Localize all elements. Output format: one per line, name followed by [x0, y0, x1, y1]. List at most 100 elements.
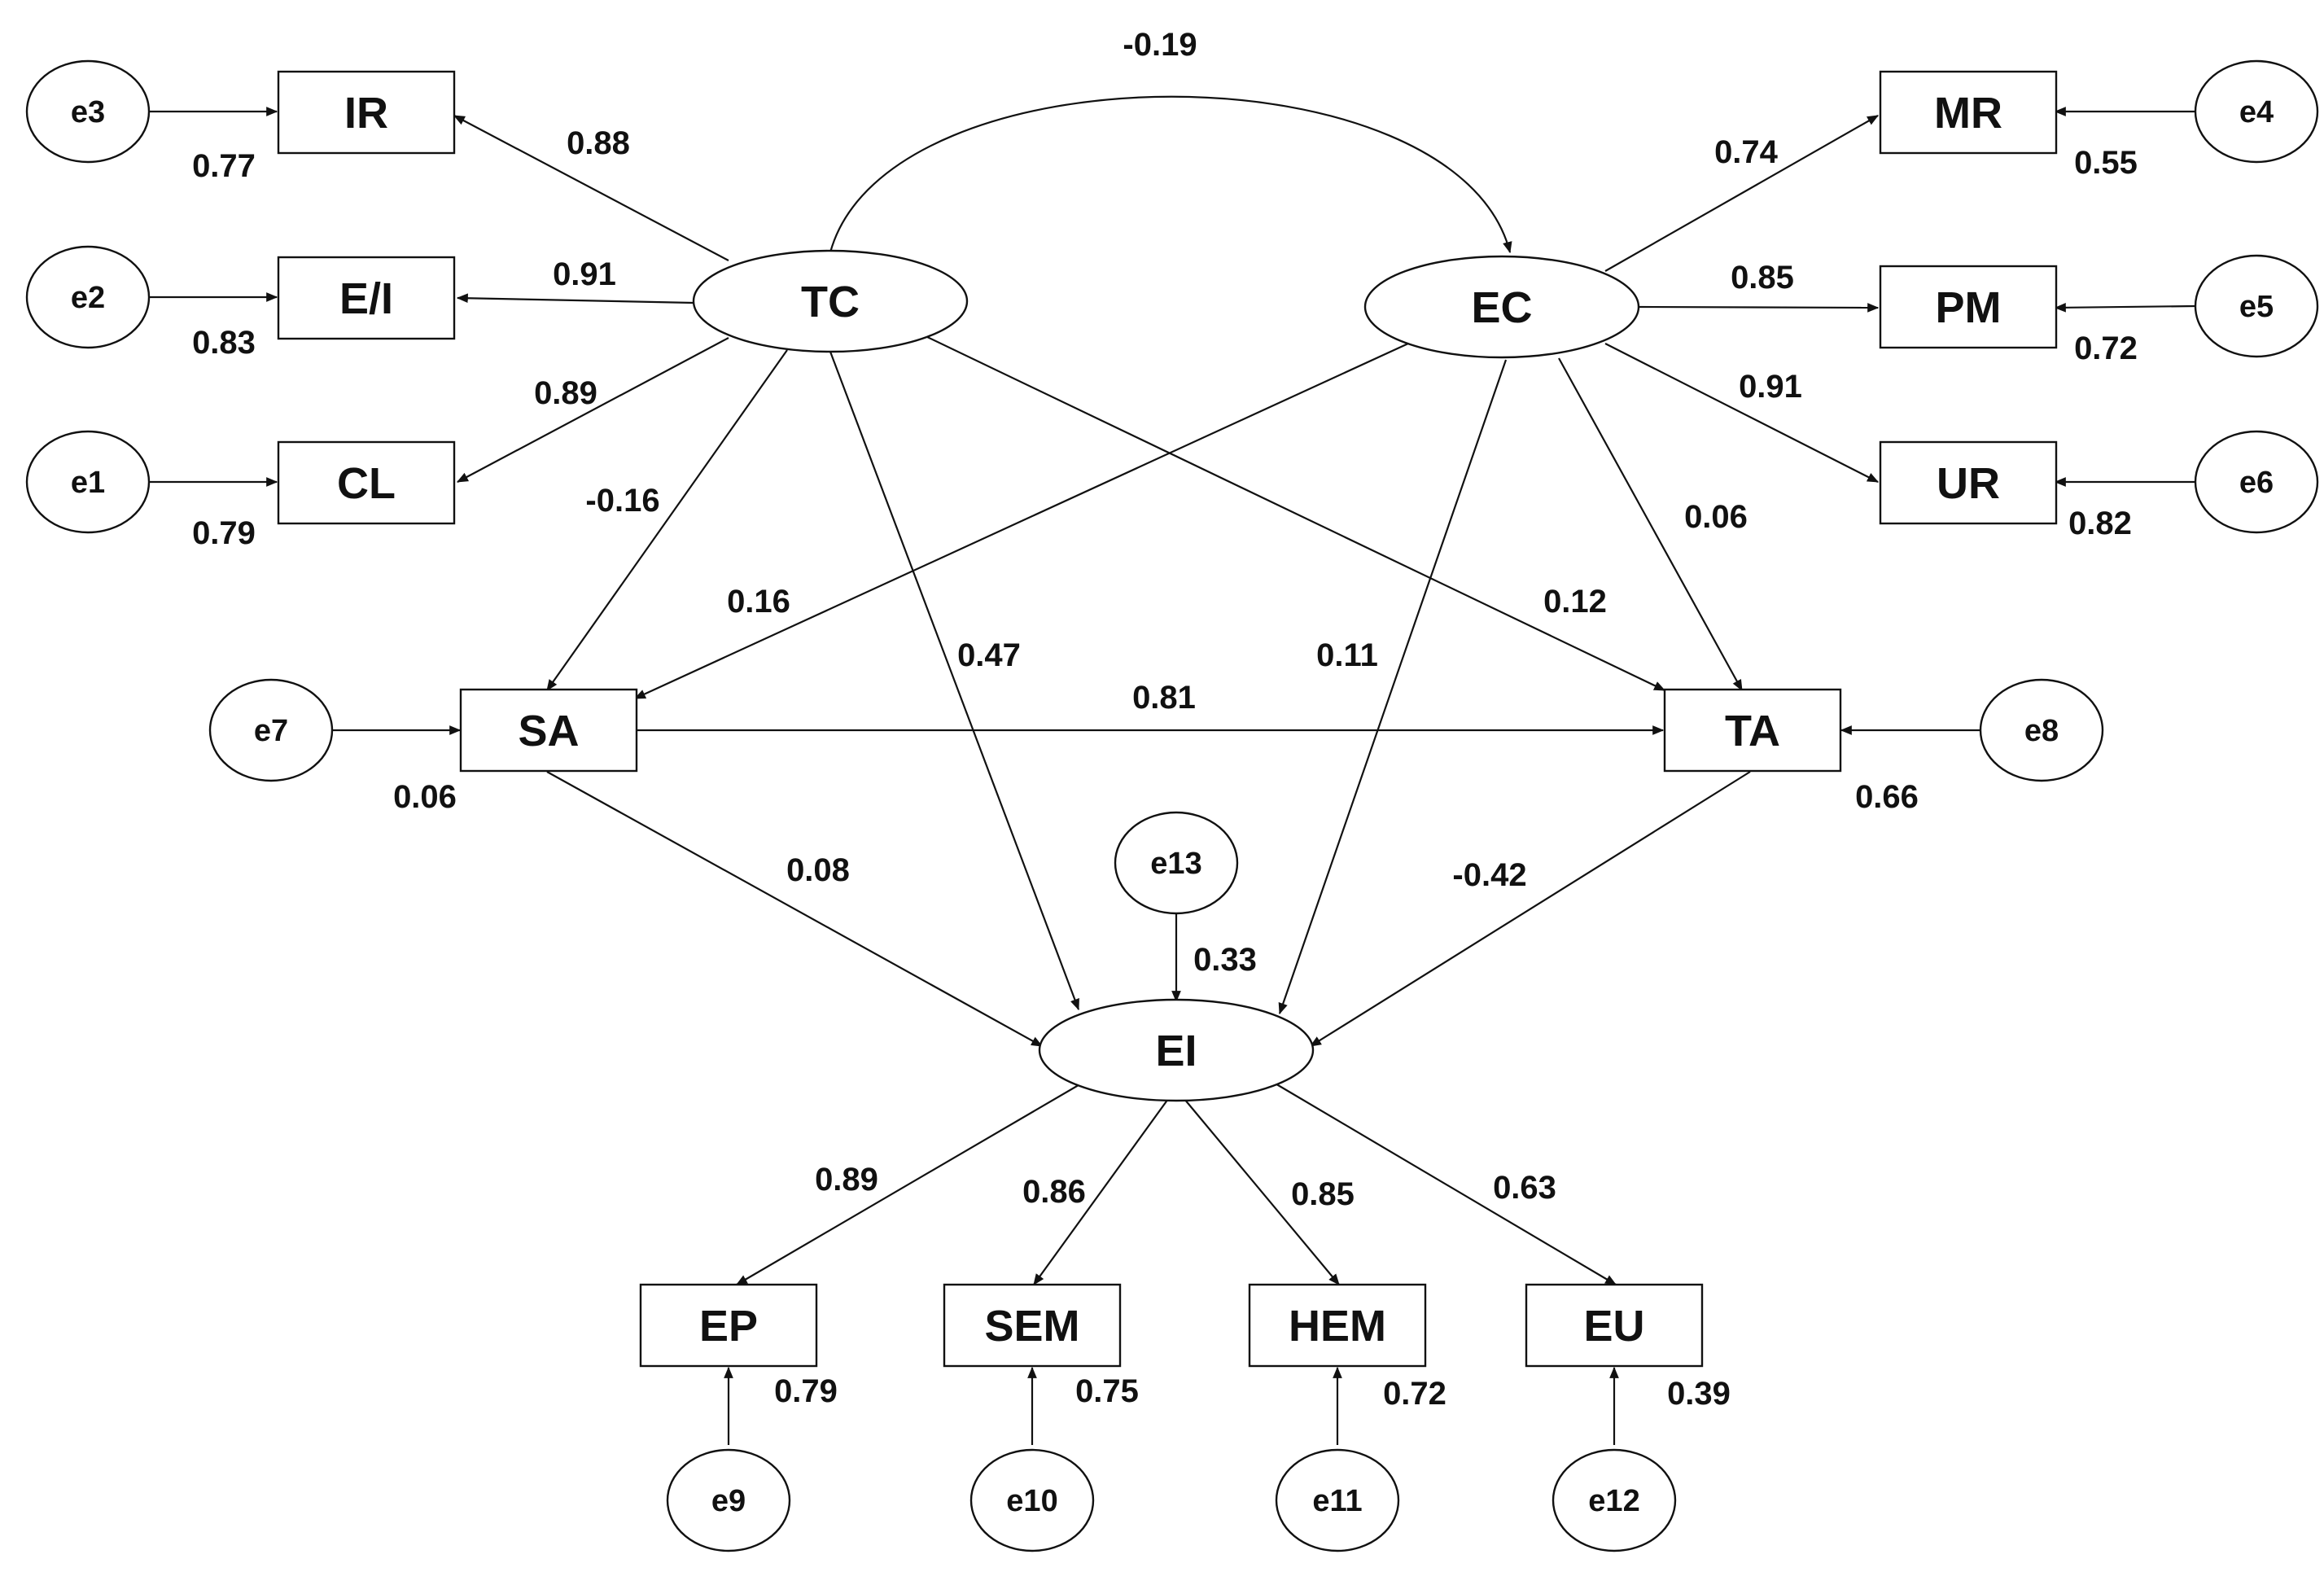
- svg-text:EI: EI: [1155, 1027, 1197, 1075]
- error-node-e9: e9: [666, 1448, 791, 1552]
- path-e5-pm: [2054, 303, 2196, 313]
- svg-text:SEM: SEM: [984, 1302, 1079, 1351]
- error-value-e6: 0.82: [2068, 506, 2132, 541]
- observed-node-ur: UR: [1879, 440, 2058, 525]
- path-ei-ep: [735, 1082, 1083, 1285]
- coef-ec-pm: 0.85: [1731, 260, 1794, 296]
- error-node-e12: e12: [1552, 1448, 1677, 1552]
- svg-text:e9: e9: [711, 1484, 746, 1518]
- path-tc-ir: [453, 115, 729, 261]
- error-value-e1: 0.79: [192, 515, 256, 551]
- svg-text:TA: TA: [1725, 707, 1780, 755]
- path-ei-eu: [1273, 1082, 1617, 1285]
- path-tc-ta: [923, 335, 1666, 691]
- svg-text:e6: e6: [2239, 466, 2274, 500]
- svg-text:e10: e10: [1006, 1484, 1057, 1518]
- error-value-e7: 0.06: [393, 779, 457, 815]
- coef-ec-ur: 0.91: [1739, 369, 1802, 405]
- error-value-e10: 0.75: [1075, 1373, 1139, 1409]
- path-tc-sa: [546, 349, 788, 691]
- svg-text:PM: PM: [1936, 283, 2002, 332]
- error-value-e11: 0.72: [1383, 1376, 1446, 1412]
- svg-text:E/I: E/I: [339, 274, 393, 323]
- svg-text:HEM: HEM: [1289, 1302, 1386, 1351]
- path-ei-hem: [1184, 1098, 1340, 1285]
- coef-ec-sa: 0.16: [727, 584, 790, 620]
- svg-text:e3: e3: [71, 95, 105, 129]
- error-node-e8: e8: [1979, 678, 2104, 782]
- svg-text:CL: CL: [337, 459, 396, 508]
- path-ec-ur: [1604, 343, 1880, 483]
- coef-tc-ei-indicator: 0.91: [553, 256, 616, 292]
- coef-ei-hem: 0.85: [1291, 1176, 1355, 1212]
- coef-tc-cl: 0.89: [534, 375, 597, 411]
- svg-text:e12: e12: [1588, 1484, 1639, 1518]
- svg-text:e7: e7: [254, 714, 288, 748]
- latent-node-tc: TC: [692, 249, 969, 353]
- error-node-e5: e5: [2194, 254, 2319, 358]
- latent-node-ei: EI: [1038, 998, 1315, 1102]
- path-ec-sa: [633, 343, 1409, 699]
- svg-text:e8: e8: [2024, 714, 2059, 748]
- svg-text:EU: EU: [1583, 1302, 1644, 1351]
- path-ec-mr: [1604, 115, 1880, 272]
- error-node-e1: e1: [25, 430, 151, 534]
- observed-node-sa: SA: [459, 688, 638, 773]
- error-value-e5: 0.72: [2074, 331, 2138, 366]
- covariance-arc-tc-ec: [822, 95, 1512, 264]
- coef-sa-ei: 0.08: [786, 852, 850, 888]
- error-node-e11: e11: [1275, 1448, 1400, 1552]
- covariance-value-tc-ec: -0.19: [1123, 27, 1197, 63]
- error-node-e10: e10: [969, 1448, 1095, 1552]
- observed-node-eu: EU: [1525, 1283, 1704, 1368]
- error-value-e9: 0.79: [774, 1373, 838, 1409]
- observed-node-pm: PM: [1879, 265, 2058, 349]
- svg-text:EP: EP: [699, 1302, 758, 1351]
- path-ec-ta: [1558, 357, 1743, 692]
- error-value-e12: 0.39: [1667, 1376, 1731, 1412]
- coef-ei-eu: 0.63: [1493, 1170, 1556, 1206]
- error-value-e2: 0.83: [192, 325, 256, 361]
- error-value-e13: 0.33: [1193, 942, 1257, 978]
- observed-node-ir: IR: [277, 70, 456, 155]
- coef-ta-ei: -0.42: [1452, 857, 1526, 893]
- error-node-e3: e3: [25, 59, 151, 164]
- path-ei-sem: [1033, 1098, 1169, 1285]
- svg-text:e11: e11: [1312, 1484, 1362, 1518]
- path-tc-cl: [456, 337, 729, 483]
- path-ec-pm: [1637, 303, 1880, 313]
- path-tc-ei: [829, 351, 1080, 1011]
- error-node-e4: e4: [2194, 59, 2319, 164]
- svg-text:e2: e2: [71, 281, 105, 315]
- coef-ei-sem: 0.86: [1022, 1174, 1086, 1210]
- observed-node-mr: MR: [1879, 70, 2058, 155]
- svg-text:EC: EC: [1471, 283, 1532, 332]
- svg-text:TC: TC: [801, 278, 860, 326]
- observed-node-hem: HEM: [1248, 1283, 1427, 1368]
- observed-node-ep: EP: [639, 1283, 818, 1368]
- path-sa-ei: [546, 771, 1044, 1047]
- error-node-e6: e6: [2194, 430, 2319, 534]
- coef-ei-ep: 0.89: [815, 1162, 878, 1198]
- error-node-e13: e13: [1114, 811, 1239, 915]
- observed-node-ta: TA: [1663, 688, 1842, 773]
- observed-node-cl: CL: [277, 440, 456, 525]
- error-value-e4: 0.55: [2074, 145, 2138, 181]
- svg-text:e5: e5: [2239, 290, 2274, 324]
- svg-text:IR: IR: [344, 89, 388, 138]
- coef-tc-sa: -0.16: [585, 483, 659, 519]
- svg-text:e1: e1: [71, 466, 105, 500]
- svg-text:SA: SA: [518, 707, 579, 755]
- coef-tc-ei: 0.47: [957, 637, 1021, 673]
- coef-sa-ta: 0.81: [1132, 680, 1196, 716]
- observed-node-e-i: E/I: [277, 256, 456, 340]
- svg-text:e4: e4: [2239, 95, 2274, 129]
- svg-text:e13: e13: [1150, 847, 1201, 881]
- coef-ec-ta: 0.06: [1684, 499, 1748, 535]
- coef-tc-ir: 0.88: [567, 125, 630, 161]
- coef-ec-mr: 0.74: [1714, 134, 1779, 170]
- coef-ec-ei: 0.11: [1316, 637, 1378, 673]
- path-tc-ei-indicator: [456, 293, 694, 304]
- svg-text:UR: UR: [1937, 459, 2000, 508]
